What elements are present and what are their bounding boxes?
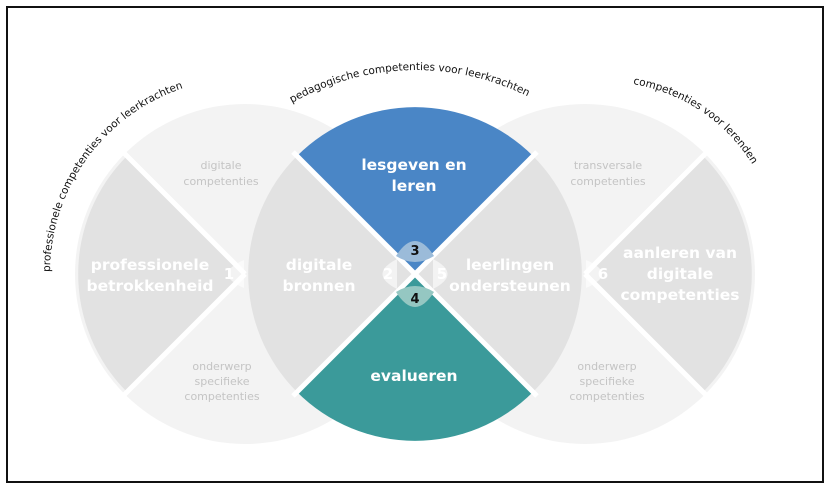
small-digitale-line2: competenties — [183, 175, 258, 188]
small-onderwerp-right-line2: specifieke — [579, 375, 634, 388]
segment-digitale-bronnen[interactable] — [248, 156, 415, 392]
title-pedagogische-competenties: pedagogische competenties voor leerkrach… — [288, 61, 532, 106]
small-onderwerp-right-line3: competenties — [569, 390, 644, 403]
label-aanleren-line3: competenties — [620, 286, 739, 304]
segment-aanleren-digitale-competenties[interactable] — [585, 156, 752, 392]
segment-evalueren[interactable] — [297, 274, 533, 441]
tab-2 — [382, 259, 397, 289]
label-digitale-bronnen-line2: bronnen — [282, 277, 355, 295]
number-4: 4 — [410, 292, 419, 307]
label-leerlingen-line1: leerlingen — [466, 256, 554, 274]
small-digitale-line1: digitale — [201, 159, 242, 172]
tab-1 — [228, 260, 244, 288]
small-onderwerp-left-line3: competenties — [184, 390, 259, 403]
small-transversale-line1: transversale — [574, 159, 643, 172]
segment-leerlingen-ondersteunen[interactable] — [415, 156, 582, 392]
segment-lesgeven-en-leren[interactable] — [297, 107, 533, 275]
number-1: 1 — [224, 265, 234, 283]
small-onderwerp-left-line1: onderwerp — [192, 360, 251, 373]
tab-6 — [586, 260, 602, 288]
number-2: 2 — [383, 265, 393, 283]
small-onderwerp-right-line1: onderwerp — [577, 360, 636, 373]
small-transversale-line2: competenties — [570, 175, 645, 188]
label-aanleren-line1: aanleren van — [623, 244, 737, 262]
label-digitale-bronnen-line1: digitale — [286, 256, 353, 274]
label-professionele-line2: betrokkenheid — [86, 277, 213, 295]
label-aanleren-line2: digitale — [647, 265, 714, 283]
tab-5 — [433, 259, 448, 289]
label-lesgeven-line2: leren — [391, 177, 436, 195]
number-3: 3 — [410, 244, 419, 259]
label-leerlingen-line2: ondersteunen — [449, 277, 571, 295]
label-evalueren: evalueren — [370, 367, 457, 385]
segment-professionele-betrokkenheid[interactable] — [78, 156, 246, 392]
label-lesgeven-line1: lesgeven en — [361, 156, 466, 174]
tab-4 — [396, 286, 434, 307]
small-onderwerp-left-line2: specifieke — [194, 375, 249, 388]
label-professionele-line1: professionele — [91, 256, 209, 274]
number-5: 5 — [437, 265, 447, 283]
tab-3 — [396, 241, 434, 262]
number-6: 6 — [598, 265, 608, 283]
